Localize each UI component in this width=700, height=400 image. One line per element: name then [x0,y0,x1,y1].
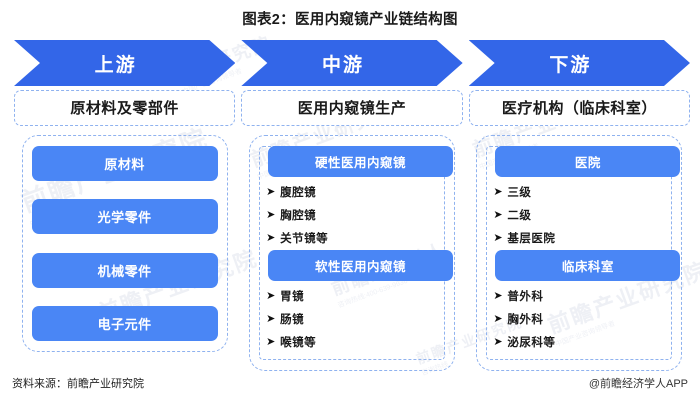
group-header[interactable]: 软性医用内窥镜 [268,250,453,281]
list-item[interactable]: ➤ 胃镜 [266,284,444,307]
arrow-bullet-icon: ➤ [266,289,276,302]
stage-arrow-label: 上游 [94,54,137,76]
group-header[interactable]: 硬性医用内窥镜 [268,146,453,177]
list-item-label: 胸腔镜 [280,209,317,222]
group-header[interactable]: 医院 [495,146,681,177]
item-pill[interactable]: 电子元件 [31,305,218,341]
arrow-bullet-icon: ➤ [493,289,503,302]
arrow-bullet-icon: ➤ [266,208,276,221]
arrow-bullet-icon: ➤ [493,335,503,348]
group-container: 硬性医用内窥镜 ➤ 腹腔镜 ➤ 胸腔镜 ➤ 关节镜等 [259,146,453,360]
group-header[interactable]: 临床科室 [495,250,681,281]
list-item[interactable]: ➤ 喉镜等 [266,330,444,353]
group-container: 医院 ➤ 三级 ➤ 二级 ➤ 基层医院 [486,146,681,360]
value-chain-columns: 原材料及零部件 原材料 光学零件 机械零件 电子元件 医用内窥镜生产 硬性医用内… [14,90,690,371]
column-header: 原材料及零部件 [14,90,236,126]
arrow-bullet-icon: ➤ [266,335,276,348]
list-item-label: 喉镜等 [280,336,317,349]
list-item-label: 二级 [507,209,532,222]
arrow-bullet-icon: ➤ [493,231,503,244]
list-item[interactable]: ➤ 腹腔镜 [266,180,444,203]
group-bullet-list: ➤ 腹腔镜 ➤ 胸腔镜 ➤ 关节镜等 [260,177,444,251]
column-body: 原材料 光学零件 机械零件 电子元件 [21,135,228,352]
stage-arrow-label: 中游 [321,54,364,76]
arrow-bullet-icon: ➤ [493,208,503,221]
source-note: 资料来源：前瞻产业研究院 [12,378,144,390]
group-bullet-list: ➤ 普外科 ➤ 胸外科 ➤ 泌尿科等 [487,281,671,355]
item-pill[interactable]: 机械零件 [31,252,218,288]
arrow-bullet-icon: ➤ [266,185,276,198]
list-item-label: 关节镜等 [280,232,329,245]
group-bullet-list: ➤ 三级 ➤ 二级 ➤ 基层医院 [487,177,671,251]
credit-note: @前瞻经济学人APP [588,378,688,390]
list-item[interactable]: ➤ 三级 [493,180,671,203]
column-downstream: 医疗机构（临床科室） 医院 ➤ 三级 ➤ 二级 ➤ [468,90,690,371]
list-item-label: 腹腔镜 [280,186,317,199]
column-header: 医用内窥镜生产 [241,90,463,126]
stage-arrow-row: 上游 中游 下游 [14,40,690,86]
footer: 资料来源：前瞻产业研究院 @前瞻经济学人APP [0,375,700,391]
list-item[interactable]: ➤ 泌尿科等 [493,330,671,353]
list-item[interactable]: ➤ 基层医院 [493,226,671,249]
group-bullet-list: ➤ 胃镜 ➤ 肠镜 ➤ 喉镜等 [260,281,444,355]
list-item[interactable]: ➤ 二级 [493,203,671,226]
arrow-bullet-icon: ➤ [266,312,276,325]
column-midstream: 医用内窥镜生产 硬性医用内窥镜 ➤ 腹腔镜 ➤ 胸腔镜 [241,90,463,371]
column-upstream: 原材料及零部件 原材料 光学零件 机械零件 电子元件 [14,90,236,352]
column-body: 硬性医用内窥镜 ➤ 腹腔镜 ➤ 胸腔镜 ➤ 关节镜等 [249,135,455,371]
arrow-bullet-icon: ➤ [493,312,503,325]
stage-arrow-upstream[interactable]: 上游 [14,40,235,86]
column-header: 医疗机构（临床科室） [468,90,690,126]
list-item[interactable]: ➤ 关节镜等 [266,226,444,249]
arrow-bullet-icon: ➤ [266,231,276,244]
list-item-label: 胸外科 [507,313,544,326]
item-pill[interactable]: 光学零件 [31,199,218,235]
list-item[interactable]: ➤ 胸腔镜 [266,203,444,226]
stage-arrow-midstream[interactable]: 中游 [241,40,462,86]
list-item-label: 普外科 [507,290,544,303]
stage-arrow-downstream[interactable]: 下游 [469,40,690,86]
list-item-label: 肠镜 [280,313,305,326]
list-item-label: 基层医院 [507,232,556,245]
stage-arrow-label: 下游 [549,54,592,76]
list-item-label: 泌尿科等 [507,336,556,349]
list-item[interactable]: ➤ 胸外科 [493,307,671,330]
chart-title: 图表2：医用内窥镜产业链结构图 [242,12,458,28]
item-pill[interactable]: 原材料 [31,146,218,181]
list-item-label: 三级 [507,186,532,199]
list-item[interactable]: ➤ 肠镜 [266,307,444,330]
arrow-bullet-icon: ➤ [493,185,503,198]
list-item-label: 胃镜 [280,290,305,303]
list-item[interactable]: ➤ 普外科 [493,284,671,307]
column-body: 医院 ➤ 三级 ➤ 二级 ➤ 基层医院 [476,135,683,371]
